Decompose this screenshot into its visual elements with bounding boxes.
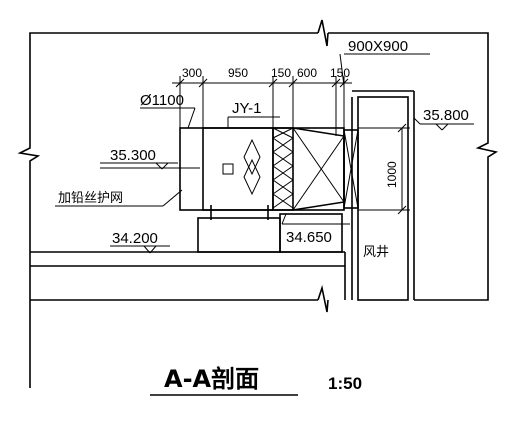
unit-tag-label: JY-1 [232,100,261,117]
mesh-note-label: 加铅丝护网 [58,190,123,205]
dim-label-2: 950 [228,66,248,80]
height-dimension [358,123,410,215]
dim-label-1: 300 [182,66,202,80]
leaders [55,53,474,254]
filter-mesh-hatch [272,127,294,209]
elev-center-label: 35.300 [110,147,156,164]
shaft-label: 风井 [363,244,389,259]
pipe-dia-label: Ø1100 [140,92,184,109]
section-title: A-A剖面 [164,365,259,393]
top-dimensions [172,76,352,136]
air-shaft [351,90,415,301]
equipment-base [197,213,343,253]
ventilation-unit [179,127,359,220]
dim-label-5: 150 [330,66,350,80]
fan-blade-bottom [243,158,261,196]
building-outline [17,19,499,388]
elev-floor-label: 34.200 [112,230,158,247]
elev-top-right-label: 35.800 [423,107,469,124]
elev-base-label: 34.650 [286,229,332,246]
motor-symbol [222,163,234,175]
scale-label: 1:50 [328,374,362,393]
floor-slab [30,251,346,300]
fan-blade-top [243,138,261,176]
duct-size-label: 900X900 [348,38,408,55]
dim-label-4: 600 [297,66,317,80]
height-dim-label: 1000 [385,161,399,188]
dim-label-3: 150 [271,66,291,80]
